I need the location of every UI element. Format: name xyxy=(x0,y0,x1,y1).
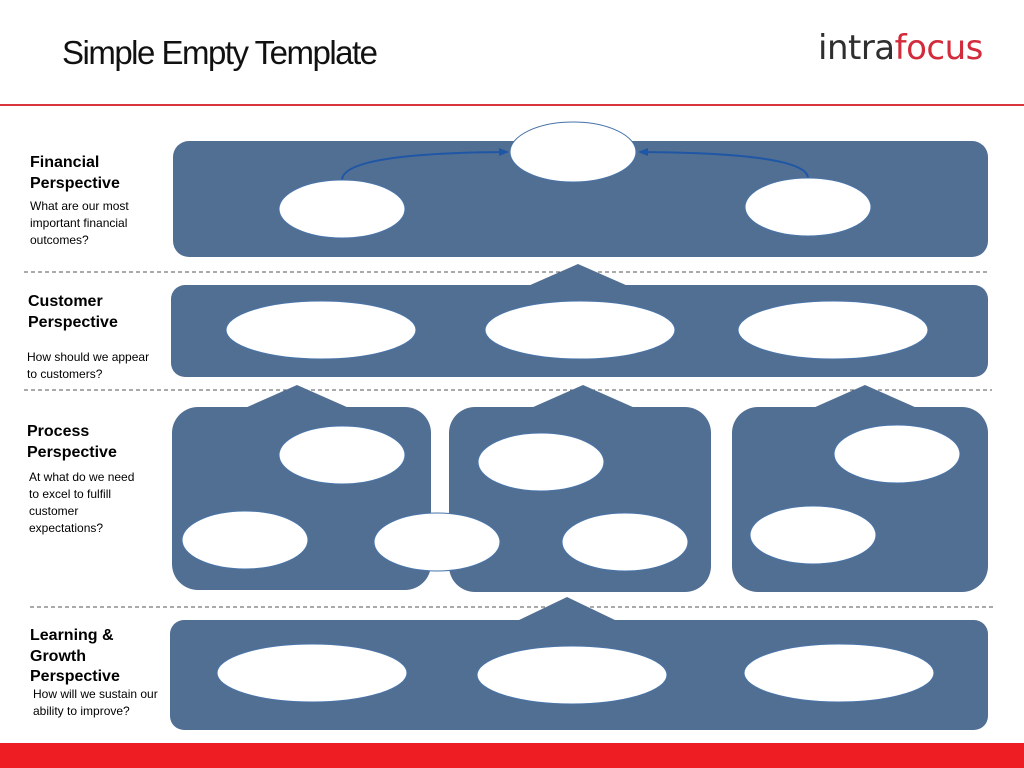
learning-heading: Learning & Growth Perspective xyxy=(30,627,120,685)
learning-objective-2[interactable] xyxy=(476,645,668,705)
financial-heading: Financial Perspective xyxy=(30,154,120,192)
process-heading: Process Perspective xyxy=(27,423,117,461)
process-panel-right xyxy=(732,385,988,592)
process-objective-3[interactable] xyxy=(833,424,961,484)
process-question: At what do we need to excel to fulfill c… xyxy=(29,470,135,535)
page-title: Simple Empty Template xyxy=(62,34,378,71)
financial-objective-left[interactable] xyxy=(278,179,406,239)
customer-label: Customer Perspective xyxy=(28,292,118,333)
process-objective-5[interactable] xyxy=(373,512,501,572)
process-objective-7[interactable] xyxy=(749,505,877,565)
learning-objective-3[interactable] xyxy=(743,643,935,703)
customer-heading: Customer Perspective xyxy=(28,293,118,331)
learning-question: How will we sustain our ability to impro… xyxy=(33,687,158,718)
learning-objective-1[interactable] xyxy=(216,643,408,703)
customer-objective-2[interactable] xyxy=(484,300,676,360)
arrow-right-to-top xyxy=(638,148,810,180)
header-divider xyxy=(0,104,1024,106)
customer-question-wrap: How should we appear to customers? xyxy=(27,349,149,383)
process-objective-6[interactable] xyxy=(561,512,689,572)
arrow-left-to-top xyxy=(340,148,509,182)
process-objective-2[interactable] xyxy=(477,432,605,492)
financial-objective-right[interactable] xyxy=(744,177,872,237)
learning-question-wrap: How will we sustain our ability to impro… xyxy=(33,686,158,720)
customer-objective-1[interactable] xyxy=(225,300,417,360)
logo-text-intra: intra xyxy=(818,28,895,68)
process-objective-4[interactable] xyxy=(181,510,309,570)
financial-arrows xyxy=(340,148,810,182)
process-label: Process Perspective At what do we need t… xyxy=(27,422,134,537)
financial-objective-top[interactable] xyxy=(509,121,637,183)
customer-objective-3[interactable] xyxy=(737,300,929,360)
customer-question: How should we appear to customers? xyxy=(27,350,150,381)
row-dividers xyxy=(24,271,995,608)
learning-label: Learning & Growth Perspective xyxy=(30,626,120,688)
financial-label: Financial Perspective What are our most … xyxy=(30,153,129,249)
financial-question: What are our most important financial ou… xyxy=(30,199,129,247)
intrafocus-logo: intrafocus xyxy=(818,28,983,68)
footer-band xyxy=(0,743,1024,768)
logo-text-focus: focus xyxy=(894,28,984,68)
process-objective-1[interactable] xyxy=(278,425,406,485)
